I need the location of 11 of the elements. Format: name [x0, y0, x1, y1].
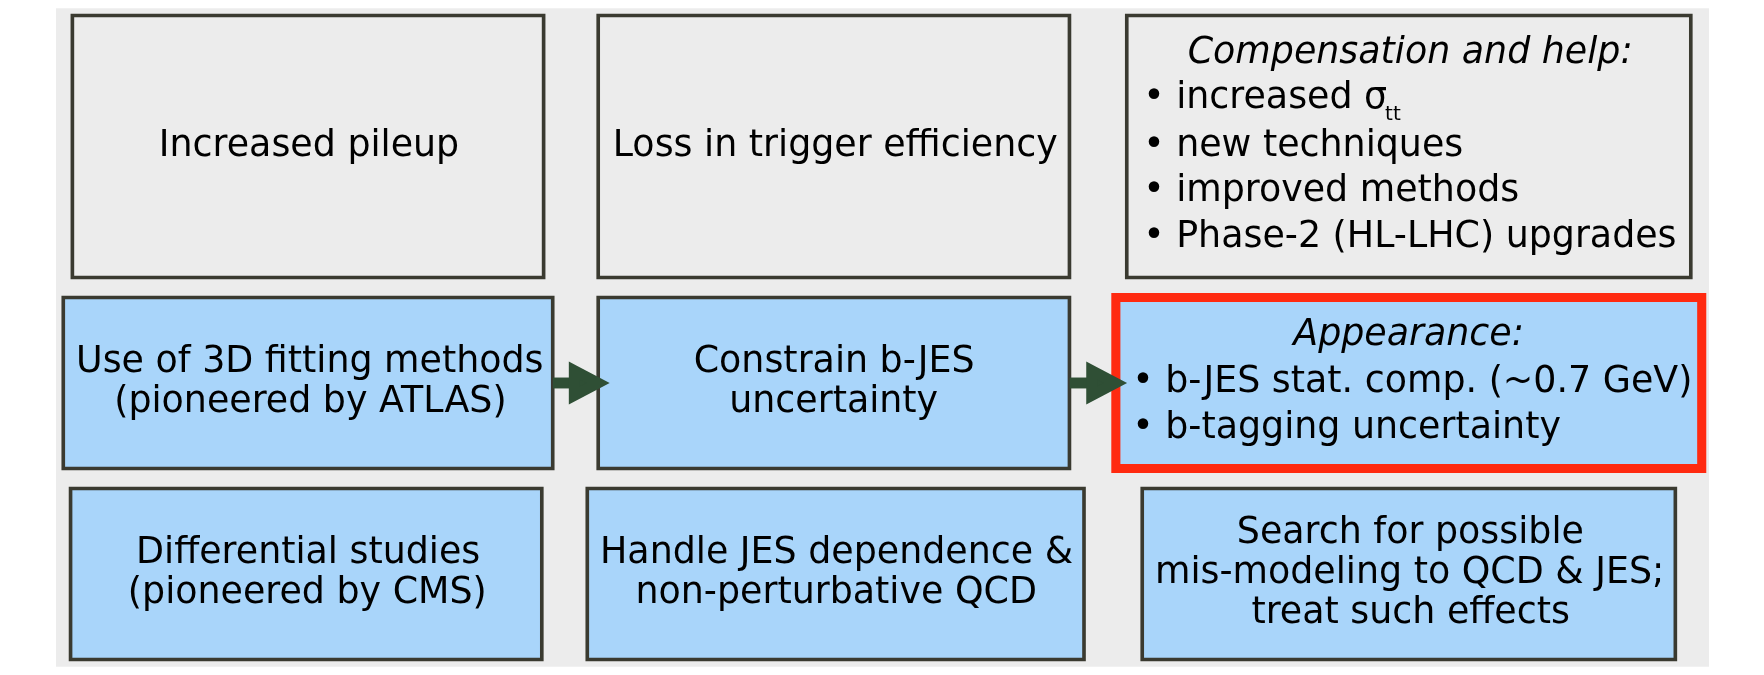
- node-box: Search for possible mis-modeling to QCD & JES; treat such effects: [1139, 486, 1677, 662]
- node-box: Constrain b-JES uncertainty: [595, 295, 1071, 471]
- arrow: [552, 361, 610, 405]
- node-box: Use of 3D fitting methods (pioneered by ATLAS): [60, 295, 555, 471]
- node-box: Handle JES dependence & non-perturbative QCD: [584, 486, 1086, 662]
- node-box: Appearance: • b-JES stat. comp. (~0.7 GeV) • b-tagging uncertainty: [1110, 292, 1706, 474]
- node-box: Compensation and help: • increased σ$_{tt}$ • new techniques • improved methods • Phase-2 (HL-LHC) upgrades: [1124, 13, 1693, 280]
- node-box: Differential studies (pioneered by CMS): [68, 486, 544, 662]
- arrow: [1069, 361, 1127, 405]
- node-box: Loss in trigger efficiency: [595, 13, 1071, 280]
- node-box: Increased pileup: [70, 13, 545, 280]
